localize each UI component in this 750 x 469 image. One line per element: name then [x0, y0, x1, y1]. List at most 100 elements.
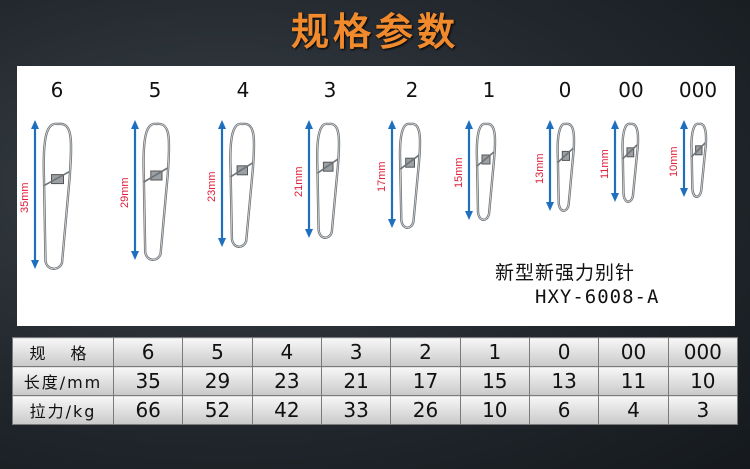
dimension-label: 11mm: [599, 149, 611, 179]
pin-wire: [622, 144, 638, 160]
arrow-head-bottom: [546, 202, 554, 211]
pin-wire: [230, 162, 254, 178]
safety-pin-highlight: [476, 123, 496, 221]
cell-force: 3: [667, 395, 739, 425]
cell-force: 4: [598, 395, 669, 425]
size-label: 0: [558, 78, 572, 102]
safety-pin-highlight: [691, 123, 707, 198]
cell-force: 26: [390, 395, 461, 425]
arrow-head-bottom: [218, 238, 226, 247]
pin-wire: [557, 147, 574, 163]
cell-spec: 2: [390, 337, 461, 367]
cell-spec: 1: [459, 337, 530, 367]
arrow-head-top: [218, 120, 226, 129]
safety-pin: [142, 122, 171, 261]
safety-pin: [621, 122, 640, 203]
dimension-label: 29mm: [119, 177, 131, 208]
cell-length: 11: [598, 366, 669, 396]
cell-force: 33: [320, 395, 392, 425]
cell-length: 23: [251, 366, 322, 396]
row-label-length: 长度/mm: [12, 366, 114, 396]
arrow-head-top: [546, 120, 554, 129]
cell-length: 10: [667, 366, 739, 396]
safety-pin: [398, 122, 422, 229]
cell-force: 52: [182, 395, 253, 425]
arrow-head-top: [131, 120, 139, 129]
spec-table: 规 格 6 5 4 3 2 1 0 00 000 长度/mm 35 29 23 …: [12, 337, 739, 425]
pin-wire: [316, 158, 339, 174]
pins-illustration: [31, 120, 708, 270]
safety-pin-highlight: [143, 123, 170, 261]
arrow-head-bottom: [131, 251, 139, 260]
cell-length: 21: [320, 366, 392, 396]
size-label: 1: [482, 78, 496, 102]
cell-length: 29: [182, 366, 253, 396]
safety-pin: [556, 122, 576, 212]
cell-length: 35: [112, 366, 184, 396]
cell-spec: 00: [598, 337, 669, 367]
cell-spec: 6: [112, 337, 184, 367]
dimension-label: 15mm: [453, 157, 465, 188]
arrow-head-top: [680, 120, 688, 129]
dimension-label: 17mm: [376, 161, 388, 192]
size-label: 000: [678, 78, 718, 102]
page-title: 规格参数: [290, 10, 459, 54]
arrow-head-bottom: [305, 229, 313, 238]
safety-pin-highlight: [229, 123, 255, 248]
safety-pin: [475, 122, 497, 221]
pin-wire: [399, 154, 420, 170]
safety-pin-highlight: [557, 123, 575, 212]
cell-length: 13: [528, 366, 600, 396]
cell-length: 15: [459, 366, 530, 396]
arrow-head-top: [388, 120, 396, 129]
size-label: 00: [618, 78, 644, 102]
arrow-head-top: [305, 120, 313, 129]
cell-force: 42: [251, 395, 322, 425]
safety-pin: [690, 122, 708, 198]
dimension-label: 10mm: [668, 145, 680, 177]
pin-wire: [691, 142, 706, 158]
table-row-length: 长度/mm 35 29 23 21 17 15 13 11 10: [12, 366, 739, 396]
safety-pin-highlight: [43, 123, 72, 270]
arrow-head-top: [465, 120, 473, 129]
size-label: 2: [405, 78, 419, 102]
cell-spec: 0: [528, 337, 600, 367]
row-label-force: 拉力/kg: [12, 395, 114, 425]
arrow-head-bottom: [465, 211, 473, 220]
table-row-spec: 规 格 6 5 4 3 2 1 0 00 000: [12, 337, 739, 367]
safety-pin-highlight: [316, 123, 340, 239]
arrow-head-bottom: [611, 193, 619, 202]
product-name: 新型新强力别针: [495, 262, 636, 284]
arrow-head-bottom: [31, 260, 39, 269]
cell-spec: 000: [667, 337, 739, 367]
safety-pin: [315, 122, 341, 239]
cell-spec: 4: [251, 337, 322, 367]
table-row-force: 拉力/kg 66 52 42 33 26 10 6 4 3: [12, 395, 739, 425]
dimension-label: 23mm: [206, 170, 218, 202]
arrow-head-bottom: [388, 219, 396, 228]
arrow-head-top: [611, 120, 619, 129]
pin-wire: [476, 151, 495, 167]
size-label: 6: [50, 78, 64, 102]
row-label-spec: 规 格: [12, 337, 114, 367]
cell-length: 17: [390, 366, 461, 396]
size-label: 5: [148, 78, 162, 102]
cell-spec: 5: [182, 337, 253, 367]
arrow-head-top: [31, 120, 39, 129]
dimension-label: 21mm: [293, 166, 305, 197]
size-label: 3: [323, 78, 337, 102]
pin-wire: [43, 170, 70, 187]
arrow-head-bottom: [680, 188, 688, 197]
cell-force: 6: [528, 395, 600, 425]
pin-wire: [143, 167, 169, 183]
safety-pin: [42, 122, 73, 270]
safety-pin: [229, 122, 256, 248]
dimension-label: 35mm: [19, 181, 31, 213]
size-label: 4: [236, 78, 250, 102]
cell-spec: 3: [320, 337, 392, 367]
safety-pin-highlight: [622, 123, 639, 203]
dimension-label: 13mm: [534, 152, 546, 184]
cell-force: 10: [459, 395, 530, 425]
cell-force: 66: [112, 395, 184, 425]
